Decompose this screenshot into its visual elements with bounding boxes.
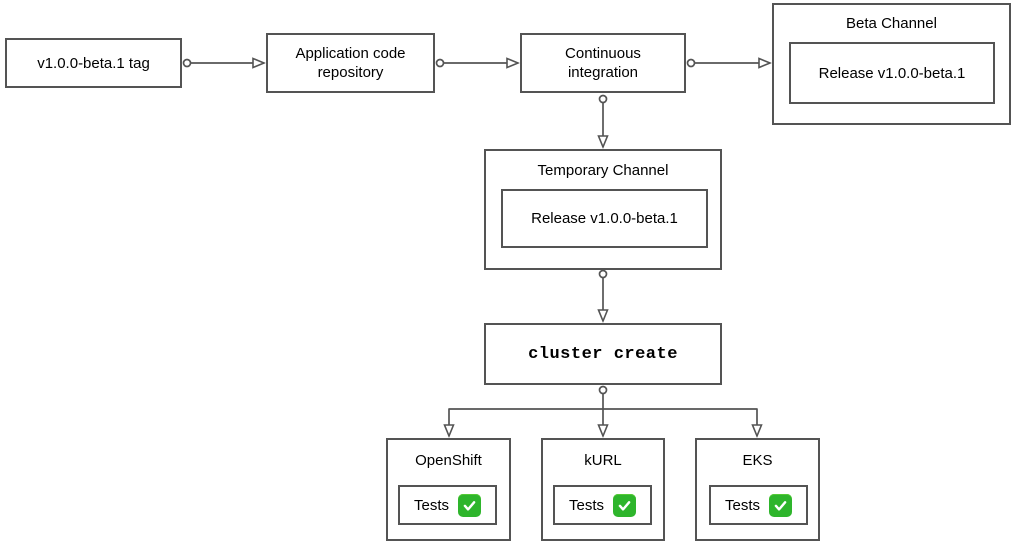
connector-ci-to-temporary-channel xyxy=(600,94,607,148)
application-code-repository-label: Application code repository xyxy=(295,45,406,81)
check-icon xyxy=(613,493,636,517)
connector-ci-to-beta-channel xyxy=(686,60,771,67)
check-icon xyxy=(769,493,792,517)
node-continuous-integration[interactable]: Continuous integration xyxy=(520,33,686,93)
continuous-integration-label: Continuous integration xyxy=(565,45,641,81)
node-temporary-channel-release[interactable]: Release v1.0.0-beta.1 xyxy=(501,189,708,248)
beta-channel-title: Beta Channel xyxy=(846,15,937,32)
temporary-channel-title: Temporary Channel xyxy=(537,162,669,179)
connector-tag-to-repo xyxy=(182,60,265,67)
check-icon xyxy=(458,493,481,517)
node-temporary-channel[interactable]: Temporary Channel Release v1.0.0-beta.1 xyxy=(484,149,722,270)
node-beta-channel-release[interactable]: Release v1.0.0-beta.1 xyxy=(789,42,995,104)
kurl-tests-box[interactable]: Tests xyxy=(553,485,652,525)
node-application-code-repository[interactable]: Application code repository xyxy=(266,33,435,93)
cluster-create-label: cluster create xyxy=(528,344,678,364)
kurl-tests-label: Tests xyxy=(568,496,604,514)
eks-title: EKS xyxy=(742,452,773,469)
node-cluster-eks[interactable]: EKS Tests xyxy=(695,438,820,541)
node-cluster-openshift[interactable]: OpenShift Tests xyxy=(386,438,511,541)
openshift-tests-box[interactable]: Tests xyxy=(398,485,497,525)
eks-tests-label: Tests xyxy=(724,496,760,514)
openshift-tests-label: Tests xyxy=(413,496,449,514)
openshift-title: OpenShift xyxy=(415,452,482,469)
node-version-tag[interactable]: v1.0.0-beta.1 tag xyxy=(5,38,182,88)
connector-temporary-channel-to-cluster-create xyxy=(600,269,607,322)
version-tag-label: v1.0.0-beta.1 tag xyxy=(37,54,150,72)
kurl-title: kURL xyxy=(584,452,622,469)
connector-cluster-create-branch xyxy=(449,385,757,437)
node-beta-channel[interactable]: Beta Channel Release v1.0.0-beta.1 xyxy=(772,3,1011,125)
connector-repo-to-ci xyxy=(435,60,519,67)
temporary-channel-release-label: Release v1.0.0-beta.1 xyxy=(531,210,678,227)
beta-channel-release-label: Release v1.0.0-beta.1 xyxy=(818,64,966,82)
eks-tests-box[interactable]: Tests xyxy=(709,485,808,525)
node-cluster-kurl[interactable]: kURL Tests xyxy=(541,438,665,541)
node-cluster-create[interactable]: cluster create xyxy=(484,323,722,385)
